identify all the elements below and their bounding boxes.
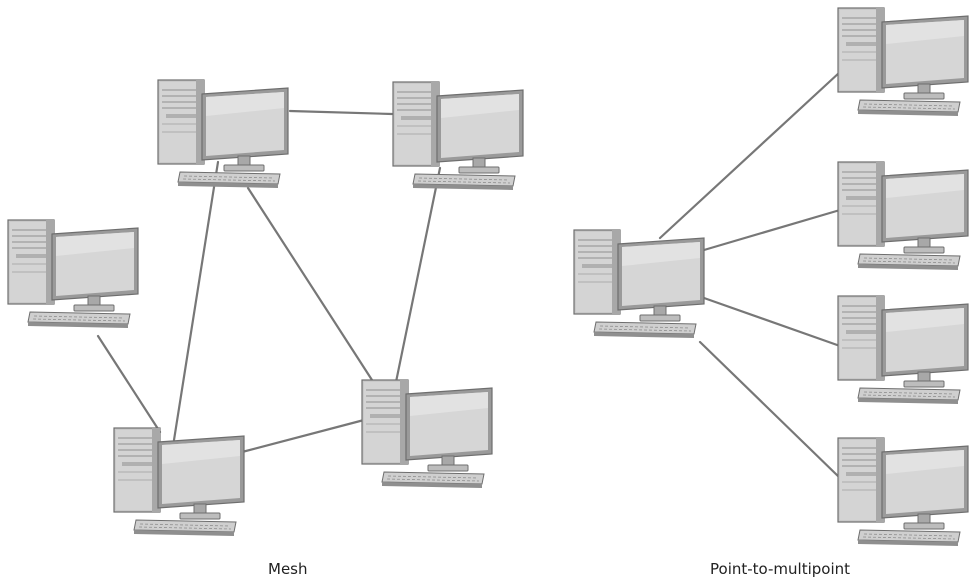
mesh-pc-top-left: [157, 79, 289, 189]
p2mp-pc-spoke-1: [837, 7, 969, 117]
mesh-pc-middle-left: [7, 219, 139, 329]
p2mp-pc-spoke-3: [837, 295, 969, 405]
mesh-pc-bottom-right: [361, 379, 493, 489]
p2mp-link-spoke-2: [702, 208, 842, 252]
mesh-pc-top-right: [392, 81, 524, 191]
p2mp-link-spoke-1: [658, 70, 842, 240]
mesh-link-top-left-to-bottom-left: [172, 160, 220, 442]
p2mp-pc-spoke-4: [837, 437, 969, 547]
mesh-link-top-right-to-bottom-right: [394, 166, 442, 384]
mesh-caption: Mesh: [268, 560, 308, 578]
p2mp-pc-spoke-2: [837, 161, 969, 271]
p2mp-pc-hub: [573, 229, 705, 339]
mesh-link-bottom-left-to-bottom-right: [240, 418, 366, 454]
p2mp-link-spoke-3: [702, 296, 842, 348]
mesh-link-middle-left-to-bottom-left: [96, 334, 162, 434]
p2mp-link-spoke-4: [698, 340, 842, 480]
mesh-link-top-left-to-top-right: [288, 109, 394, 116]
mesh-link-top-left-to-bottom-right: [246, 186, 374, 382]
point-to-multipoint-caption: Point-to-multipoint: [710, 560, 850, 578]
mesh-pc-bottom-left: [113, 427, 245, 537]
